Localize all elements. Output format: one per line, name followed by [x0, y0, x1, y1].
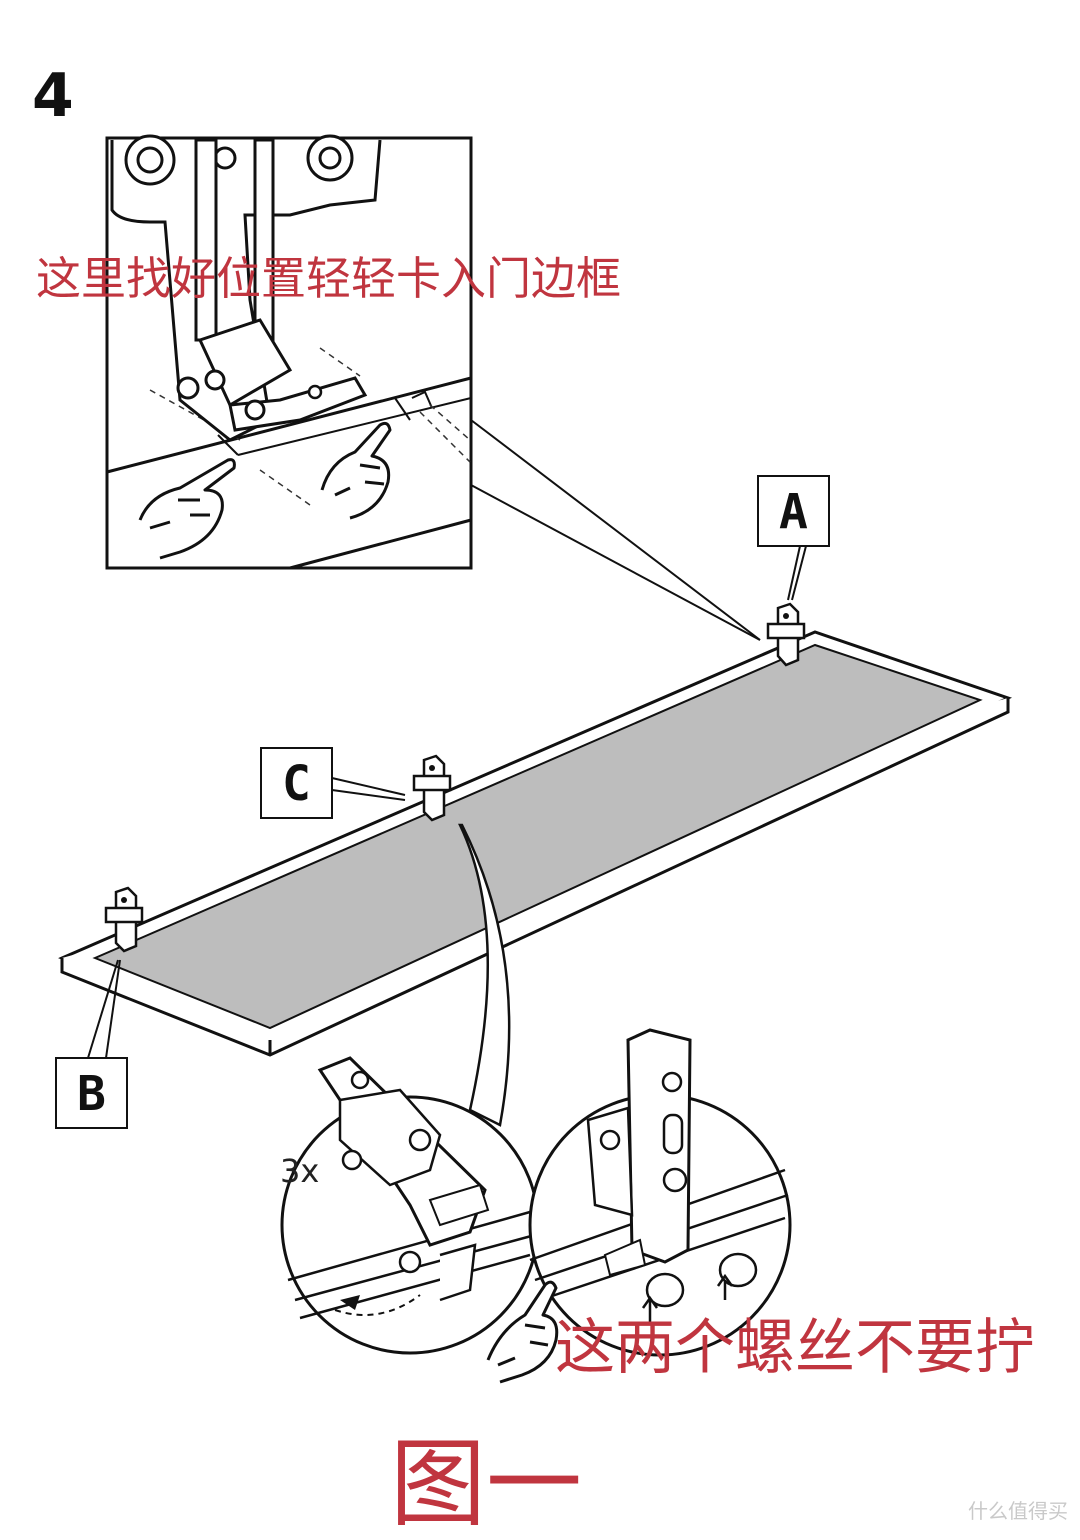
label-c: C [282, 756, 311, 812]
detail-inset [105, 134, 761, 641]
hinge-c [412, 754, 452, 822]
watermark: 什么值得买 [968, 1499, 1068, 1523]
label-b: B [77, 1066, 106, 1122]
annotation-bottom: 这两个螺丝不要拧 [555, 1313, 1035, 1383]
pointing-hand-icon [486, 1280, 559, 1384]
detail-pointer [458, 823, 511, 1127]
detail-circle-left [280, 1056, 540, 1355]
hinge-b [104, 886, 144, 953]
label-a: A [779, 484, 808, 540]
quantity-label: 3x [280, 1152, 320, 1190]
step-number: 4 [32, 61, 74, 131]
label-box-c [260, 747, 406, 819]
door-panel [58, 630, 1013, 1057]
annotation-top: 这里找好位置轻轻卡入门边框 [36, 252, 622, 305]
figure-caption: 图一 [390, 1428, 582, 1540]
detail-circle-right [528, 1028, 792, 1357]
label-box-b [55, 959, 128, 1129]
hinge-a [766, 602, 806, 667]
label-box-a [757, 475, 830, 601]
